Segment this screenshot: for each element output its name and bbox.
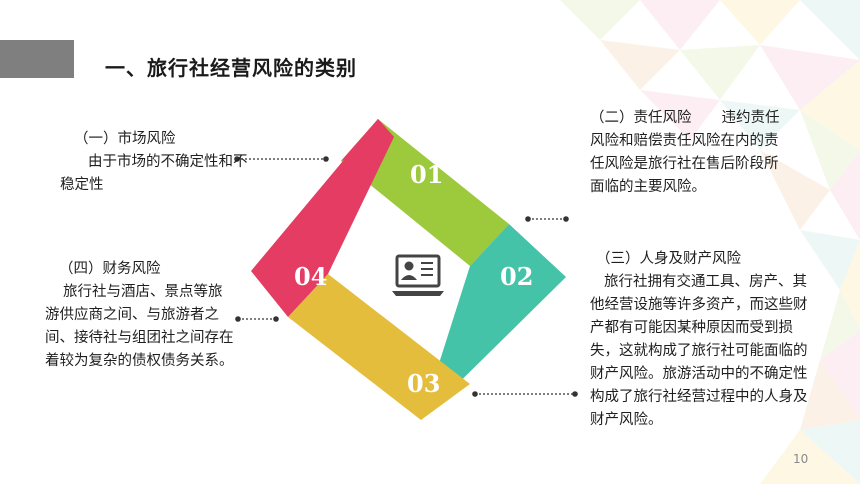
risk-liability-body: 违约责任风险和赔偿责任风险在内的责任风险是旅行社在售后阶段所面临的主要风险。 <box>590 110 780 195</box>
connector-02 <box>525 216 569 222</box>
risk-market-body: 由于市场的不确定性和不稳定性 <box>60 154 248 193</box>
title-accent-bar <box>0 40 74 78</box>
computer-user-icon <box>392 254 444 296</box>
risk-financial-body: 旅行社与酒店、景点等旅游供应商之间、与旅游者之间、接待社与组团社之间存在着较为复… <box>45 284 234 369</box>
risk-personal-property-body: 旅行社拥有交通工具、房产、其他经营设施等许多资产，而这些财产都有可能因某种原因而… <box>590 274 808 428</box>
segment-03 <box>288 274 470 420</box>
risk-personal-property-heading: （三）人身及财产风险 <box>596 251 741 267</box>
label-03: 03 <box>407 369 441 398</box>
label-02: 02 <box>500 262 534 291</box>
connector-03 <box>472 391 578 397</box>
risk-financial-heading: （四）财务风险 <box>59 261 161 277</box>
label-04: 04 <box>294 262 328 291</box>
risk-market-heading: （一）市场风险 <box>74 131 176 147</box>
segment-04 <box>251 119 394 317</box>
risk-personal-property: （三）人身及财产风险 旅行社拥有交通工具、房产、其他经营设施等许多资产，而这些财… <box>590 248 815 432</box>
page-number: 10 <box>793 452 809 466</box>
connector-04 <box>235 316 279 322</box>
page-title: 一、旅行社经营风险的类别 <box>105 56 357 80</box>
risk-market: （一）市场风险 由于市场的不确定性和不稳定性 <box>60 128 250 197</box>
segment-02 <box>421 224 566 420</box>
risk-liability: （二）责任风险违约责任风险和赔偿责任风险在内的责任风险是旅行社在售后阶段所面临的… <box>590 107 785 199</box>
label-01: 01 <box>410 160 444 189</box>
connector-01 <box>234 156 329 162</box>
risk-financial: （四）财务风险 旅行社与酒店、景点等旅游供应商之间、与旅游者之间、接待社与组团社… <box>45 258 235 373</box>
risk-liability-heading: （二）责任风险 <box>590 110 692 126</box>
